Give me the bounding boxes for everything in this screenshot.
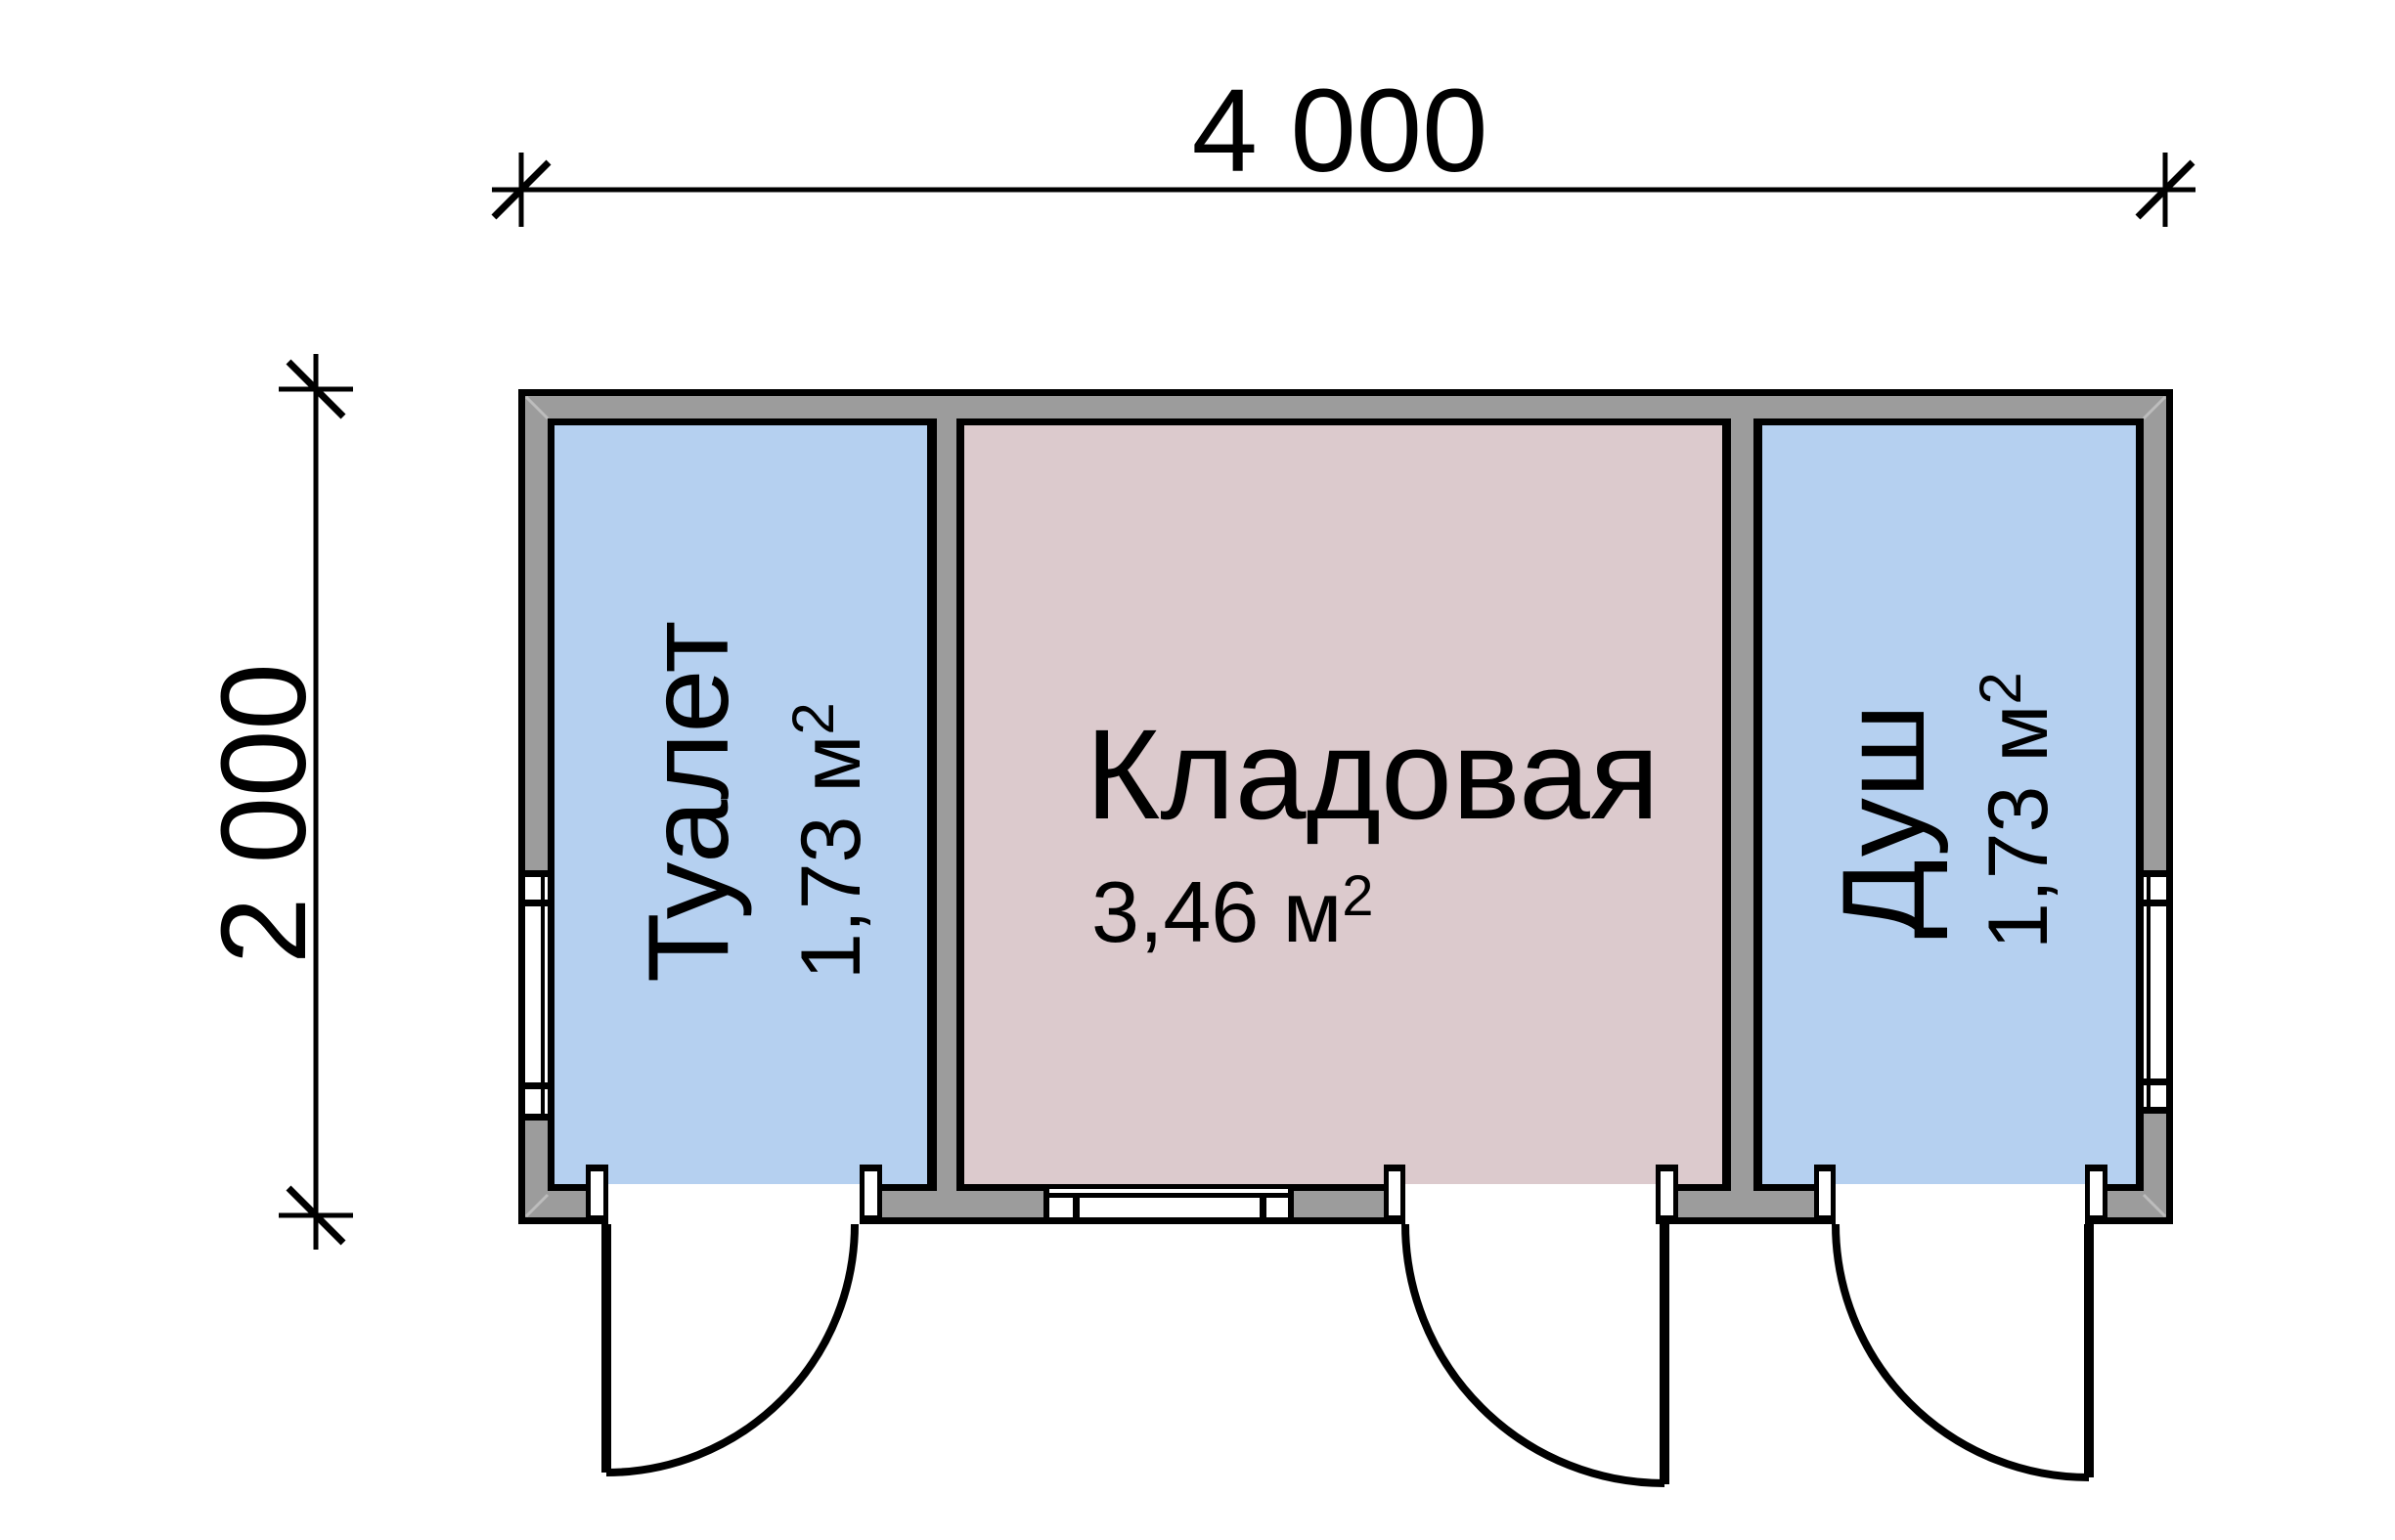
svg-text:3,46 м2: 3,46 м2	[1091, 863, 1374, 960]
svg-text:4 000: 4 000	[1192, 64, 1488, 197]
svg-text:1,73 м2: 1,73 м2	[1968, 672, 2065, 949]
svg-text:Туалет: Туалет	[624, 621, 752, 983]
svg-text:1,73 м2: 1,73 м2	[780, 702, 878, 980]
svg-text:Кладовая: Кладовая	[1086, 702, 1660, 846]
svg-text:2 000: 2 000	[198, 663, 332, 964]
svg-text:Душ: Душ	[1818, 704, 1949, 939]
